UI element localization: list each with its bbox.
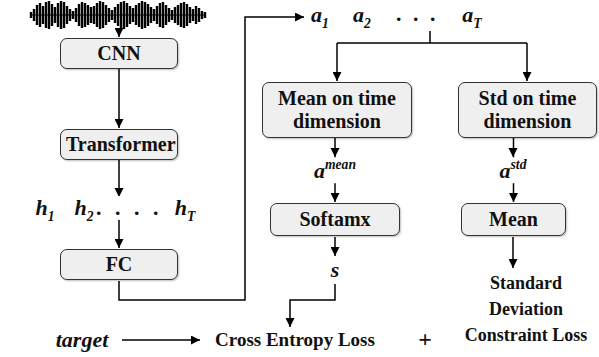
box-label: Transformer bbox=[61, 133, 177, 156]
math-base: a bbox=[314, 158, 325, 183]
text-label: . . . bbox=[397, 2, 440, 26]
box-label: Mean on time dimension bbox=[263, 87, 411, 133]
arrow-target-to-ce bbox=[122, 339, 200, 341]
arrow-wave-to-cnn bbox=[118, 30, 120, 37]
waveform bbox=[31, 1, 205, 29]
math-subscript: 2 bbox=[87, 209, 94, 224]
math-base: a bbox=[462, 2, 473, 27]
process-box: Std on time dimension bbox=[458, 82, 597, 138]
math-base: a bbox=[500, 158, 511, 183]
text-label: + bbox=[418, 326, 432, 352]
math-symbol: h1 bbox=[35, 196, 54, 223]
process-box: CNN bbox=[60, 38, 178, 69]
math-symbol: astd bbox=[497, 157, 530, 183]
arrow-s-to-ce bbox=[290, 284, 335, 327]
branch-line bbox=[337, 31, 527, 43]
math-subscript: T bbox=[187, 209, 195, 224]
process-box: Softamx bbox=[270, 203, 400, 236]
math-base: h bbox=[35, 195, 47, 220]
math-symbol: a2 bbox=[353, 3, 371, 30]
math-symbol: a1 bbox=[311, 3, 329, 30]
loss-label: Standard Deviation Constraint Loss bbox=[455, 270, 597, 348]
box-label: Mean bbox=[484, 208, 543, 231]
text-label: . . . . bbox=[94, 196, 167, 220]
text-label: Cross Entropy Loss bbox=[215, 330, 375, 351]
arrow-mean-to-sdcl bbox=[512, 237, 514, 268]
box-label: Softamx bbox=[294, 208, 375, 231]
math-subscript: 2 bbox=[364, 16, 371, 31]
math-base: a bbox=[353, 2, 364, 27]
flow-arrow bbox=[118, 69, 120, 128]
math-symbol: amean bbox=[311, 157, 359, 183]
math-base: h bbox=[175, 195, 187, 220]
box-label: Std on time dimension bbox=[459, 87, 596, 133]
box-label: CNN bbox=[92, 42, 145, 65]
text-label: s bbox=[331, 258, 340, 282]
process-box: Mean bbox=[461, 203, 566, 236]
math-subscript: T bbox=[473, 16, 481, 31]
process-box: FC bbox=[60, 249, 178, 280]
waveform-baseline bbox=[30, 15, 206, 16]
process-box: Transformer bbox=[60, 129, 178, 160]
math-symbol: aT bbox=[462, 3, 481, 30]
text-label: target bbox=[56, 328, 109, 352]
arrow-softmax-to-s bbox=[334, 237, 336, 256]
box-label: FC bbox=[101, 253, 138, 276]
arrow-to-std-box bbox=[526, 43, 528, 81]
math-superscript: std bbox=[511, 157, 527, 172]
math-symbol: h2 bbox=[74, 196, 93, 223]
math-subscript: 1 bbox=[322, 16, 329, 31]
math-symbol: hT bbox=[175, 196, 196, 223]
math-superscript: mean bbox=[325, 157, 356, 172]
process-box: Mean on time dimension bbox=[262, 82, 412, 138]
math-base: a bbox=[311, 2, 322, 27]
math-subscript: 1 bbox=[48, 209, 55, 224]
math-base: h bbox=[74, 195, 86, 220]
arrow-to-mean-box bbox=[336, 43, 338, 81]
